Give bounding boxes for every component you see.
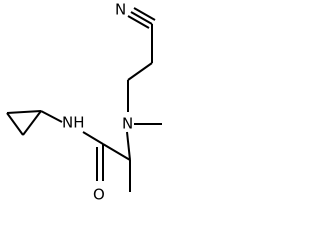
bond-ch2-ch2 bbox=[127, 62, 153, 81]
bond-nitrile-triple-b bbox=[127, 15, 150, 29]
bond-ring-2 bbox=[6, 112, 24, 136]
atom-label-carbonyl-o: O bbox=[93, 186, 105, 204]
atom-label-amide-nh: NH bbox=[62, 114, 85, 132]
bond-carbonyl-nh bbox=[82, 131, 104, 145]
bond-nitrile-triple-c bbox=[133, 7, 156, 21]
atom-label-nitrile-n: N bbox=[115, 1, 126, 19]
bond-n-alpha-c bbox=[126, 131, 131, 161]
bond-nitrile-triple-a bbox=[130, 11, 153, 25]
bond-ring-3 bbox=[22, 110, 42, 136]
bond-ring-1 bbox=[6, 110, 42, 114]
bond-alpha-carbonyl bbox=[102, 143, 131, 161]
bond-nh-cyclopropyl bbox=[40, 110, 63, 123]
atom-label-amine-n: N bbox=[122, 115, 133, 133]
molecule-structure: N N NH O bbox=[6, 1, 162, 204]
